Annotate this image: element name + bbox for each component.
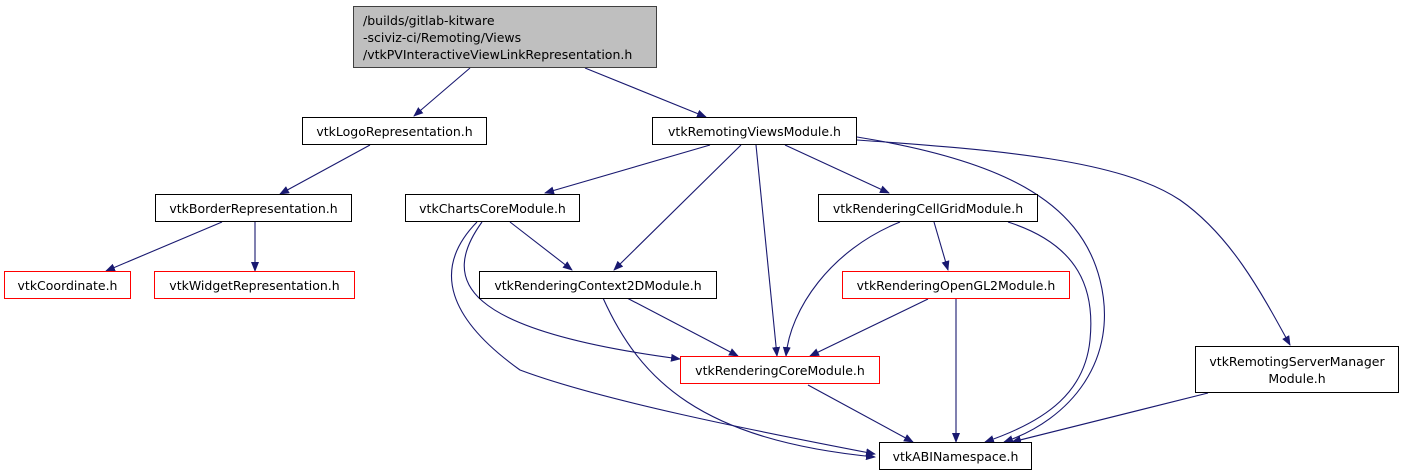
edge-servermgr-abi [1011,392,1209,444]
edge-remviews-cellgrid [784,144,890,194]
edge-cellgrid-gl2 [933,221,950,271]
node-vtkLogoRepresentation[interactable]: vtkLogoRepresentation.h [302,117,487,145]
node-root-file[interactable]: /builds/gitlab-kitware -sciviz-ci/Remoti… [353,6,657,68]
node-vtkCoordinate[interactable]: vtkCoordinate.h [4,271,131,299]
node-vtkRemotingServerManagerModule[interactable]: vtkRemotingServerManager Module.h [1195,346,1399,393]
edge-gl2-core [809,298,929,357]
node-vtkRenderingCellGridModule[interactable]: vtkRenderingCellGridModule.h [818,194,1038,222]
edge-cellgrid-abi [984,221,1092,443]
node-vtkRenderingOpenGL2Module[interactable]: vtkRenderingOpenGL2Module.h [842,271,1070,299]
node-vtkBorderRepresentation[interactable]: vtkBorderRepresentation.h [155,194,352,222]
edge-logo-border [279,144,371,195]
edge-ctx2d-abi [602,297,876,461]
node-vtkChartsCoreModule[interactable]: vtkChartsCoreModule.h [405,194,580,222]
edge-root-remviews [584,67,707,118]
node-vtkRemotingViewsModule[interactable]: vtkRemotingViewsModule.h [652,117,857,145]
node-vtkRenderingCoreModule[interactable]: vtkRenderingCoreModule.h [680,356,880,384]
edge-root-logo [413,67,471,117]
edge-charts-abi [451,221,876,457]
edge-ctx2d-core [626,297,739,357]
edge-border-coord [105,221,223,272]
edge-core-abi [807,384,914,443]
edge-remviews-charts [544,144,711,195]
edge-remviews-servermgr [856,139,1291,346]
node-vtkABINamespace[interactable]: vtkABINamespace.h [879,442,1032,470]
edge-remviews-core [755,144,781,357]
node-vtkRenderingContext2DModule[interactable]: vtkRenderingContext2DModule.h [479,271,717,299]
edge-charts-core [463,221,681,362]
edge-charts-ctx2d [509,221,573,271]
edge-remviews-abi [856,136,1105,443]
edge-remviews-ctx2d [613,144,742,271]
node-vtkWidgetRepresentation[interactable]: vtkWidgetRepresentation.h [154,271,355,299]
edge-cellgrid-core [782,221,901,357]
